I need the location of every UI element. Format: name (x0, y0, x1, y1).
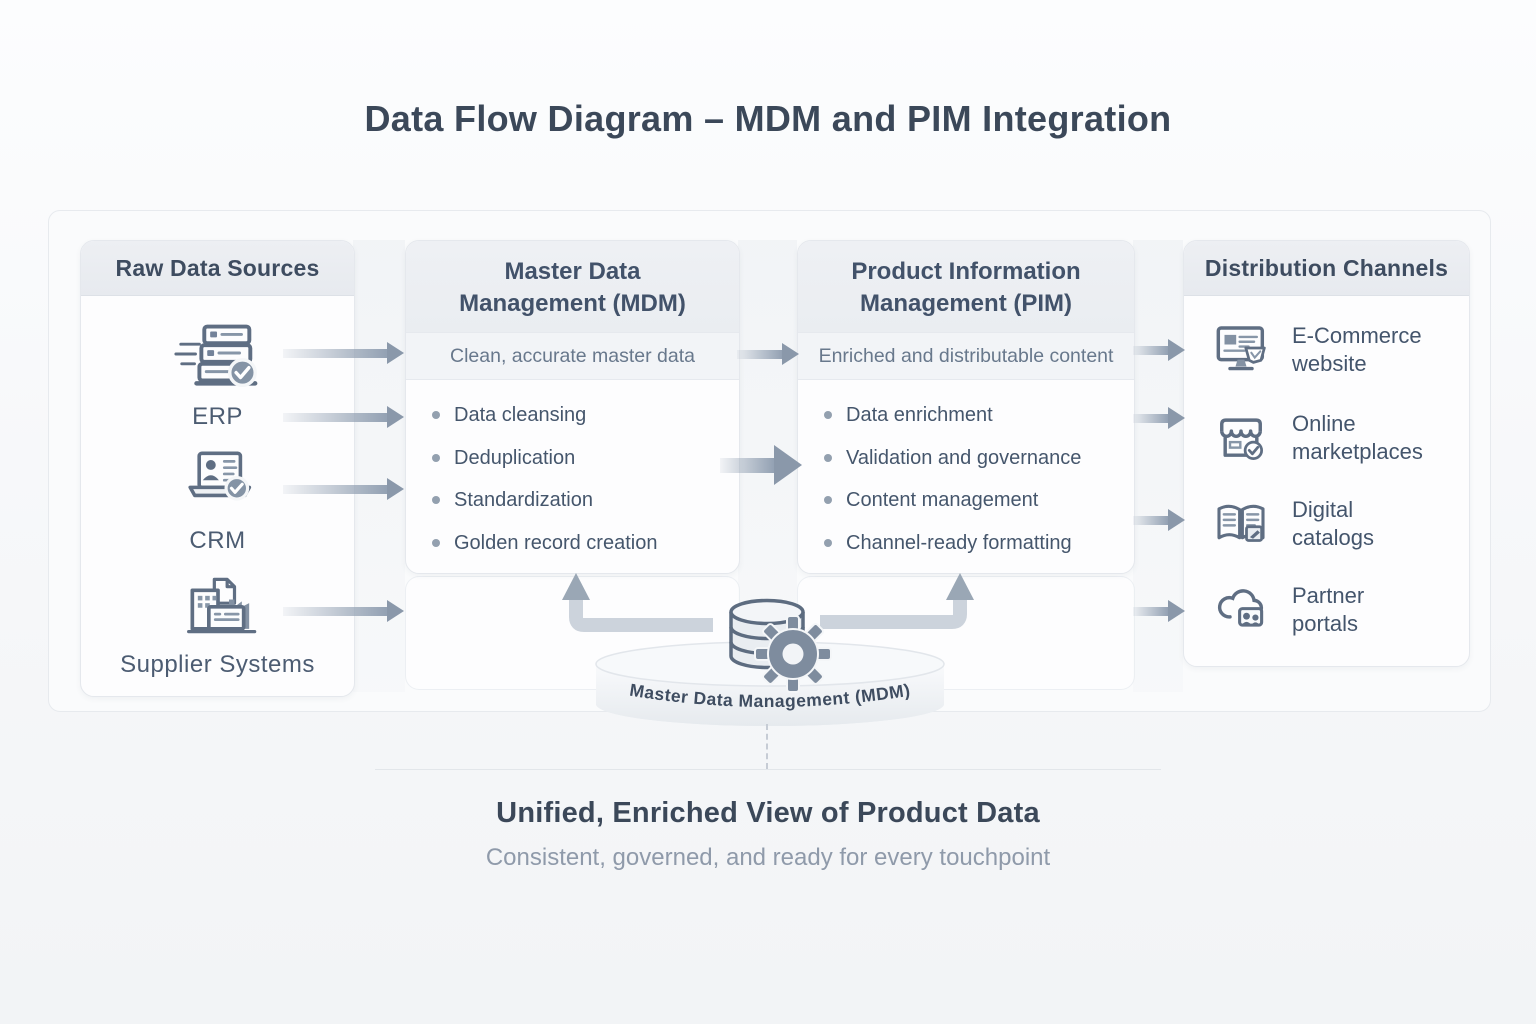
source-item-supplier: Supplier Systems (81, 561, 354, 679)
page-title: Data Flow Diagram – MDM and PIM Integrat… (364, 98, 1172, 139)
flow-band-3 (1133, 240, 1183, 692)
mdm-bullet: Golden record creation (430, 532, 739, 554)
pim-bullet-list: Data enrichment Validation and governanc… (798, 380, 1134, 554)
raw-data-sources-card: Raw Data Sources (80, 240, 355, 697)
arrow-mdm-to-pim-small (737, 343, 799, 365)
bullet-dot-icon (432, 496, 440, 504)
bullet-dot-icon (824, 538, 832, 547)
arrow-supplier-to-hub (283, 600, 404, 622)
mdm-title-line1: Master Data (504, 258, 641, 285)
storefront-check-icon (1208, 405, 1274, 471)
channel-item-ecommerce: E-Commerce website (1208, 317, 1422, 383)
hub-dashed-connector (766, 724, 768, 769)
pim-title-line2: Management (PIM) (859, 290, 1072, 317)
pim-bullet: Data enrichment (822, 404, 1134, 426)
pim-bullet: Channel-ready formatting (822, 532, 1134, 554)
bullet-dot-icon (824, 411, 832, 419)
source-label-crm: CRM (189, 527, 246, 554)
bullet-dot-icon (824, 453, 832, 462)
mdm-bullet: Deduplication (430, 447, 739, 469)
channel-label: E-Commerce website (1292, 323, 1422, 376)
bullet-dot-icon (432, 453, 440, 462)
channel-item-catalogs: Digital catalogs (1208, 491, 1374, 557)
mdm-bullet: Standardization (430, 489, 739, 511)
footer-divider (375, 769, 1161, 770)
distribution-channels-card: Distribution Channels E-Commerce websi (1183, 240, 1470, 667)
arrow-hub-to-pim (820, 573, 974, 629)
arrow-mdm-to-pim-large (720, 445, 802, 485)
distribution-channels-header: Distribution Channels (1184, 241, 1469, 296)
pim-bullet: Validation and governance (822, 447, 1134, 469)
cloud-users-icon (1208, 577, 1274, 643)
channel-item-portals: Partner portals (1208, 577, 1364, 643)
channel-label: Partner portals (1292, 583, 1365, 636)
arrow-pim-to-portals (1133, 600, 1185, 622)
mdm-card: Master Data Management (MDM) Clean, accu… (405, 240, 740, 574)
source-item-erp: ERP (81, 307, 354, 431)
arrow-crm-to-mdm (283, 478, 404, 500)
arrow-pim-to-marketplaces (1133, 407, 1185, 429)
channel-label: Online marketplaces (1292, 411, 1423, 464)
arrow-erp-to-mdm-1 (283, 342, 404, 364)
mdm-title-line2: Management (MDM) (459, 290, 686, 317)
channel-item-marketplaces: Online marketplaces (1208, 405, 1423, 471)
mdm-title: Master Data Management (MDM) (406, 241, 739, 332)
factory-documents-icon (166, 561, 270, 649)
mdm-subtitle: Clean, accurate master data (406, 332, 739, 380)
pim-title-line1: Product Information (851, 258, 1081, 285)
monitor-cart-icon (1208, 317, 1274, 383)
gear-icon (754, 615, 832, 693)
flow-band-1 (353, 240, 405, 692)
source-item-crm: CRM (81, 439, 354, 555)
footer-subheading: Consistent, governed, and ready for ever… (485, 844, 1051, 871)
pim-card: Product Information Management (PIM) Enr… (797, 240, 1135, 574)
arrow-hub-to-mdm (562, 573, 713, 632)
arrow-pim-to-ecommerce (1133, 339, 1185, 361)
laptop-contact-icon (170, 439, 266, 525)
channel-label: Digital catalogs (1292, 497, 1374, 550)
arrow-erp-to-mdm-2 (283, 406, 404, 428)
server-check-icon (168, 307, 268, 401)
raw-data-sources-header: Raw Data Sources (81, 241, 354, 296)
pim-title: Product Information Management (PIM) (798, 241, 1134, 332)
bullet-dot-icon (432, 538, 440, 547)
mdm-bullet-list: Data cleansing Deduplication Standardiza… (406, 380, 739, 554)
pim-bullet: Content management (822, 489, 1134, 511)
footer-heading: Unified, Enriched View of Product Data (496, 797, 1040, 829)
open-book-icon (1208, 491, 1274, 557)
source-label-supplier: Supplier Systems (120, 651, 315, 678)
source-label-erp: ERP (192, 403, 243, 430)
bullet-dot-icon (432, 411, 440, 419)
bullet-dot-icon (824, 496, 832, 504)
pim-subtitle: Enriched and distributable content (798, 332, 1134, 380)
arrow-pim-to-catalogs (1133, 509, 1185, 531)
mdm-bullet: Data cleansing (430, 404, 739, 426)
